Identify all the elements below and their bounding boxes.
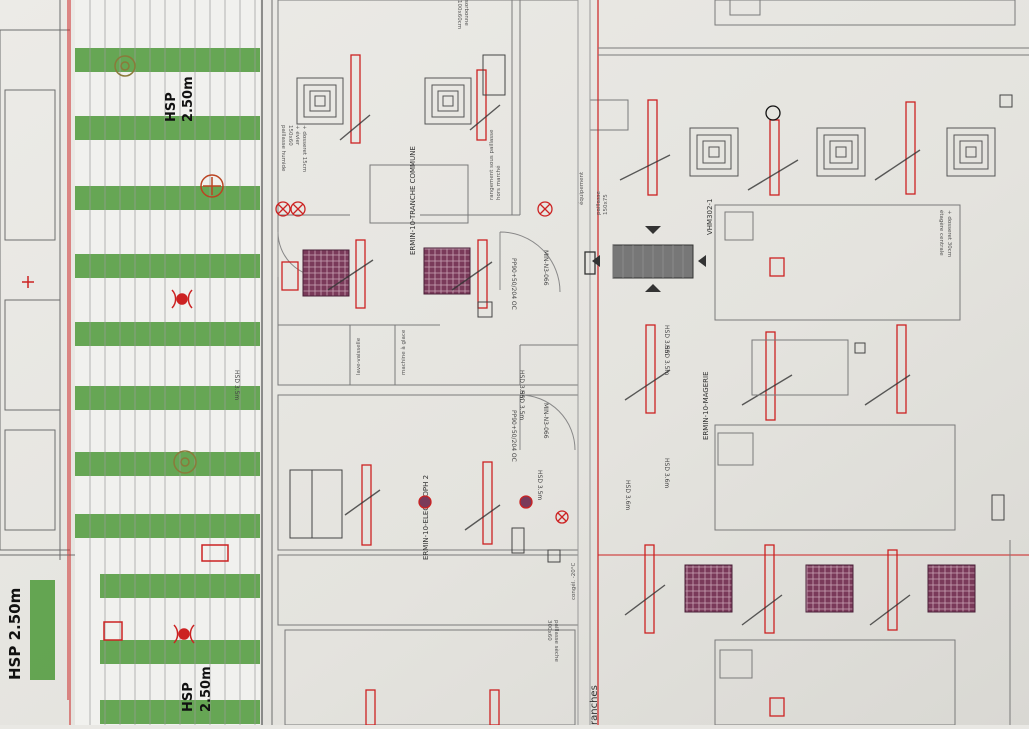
note-paillasse-150x75: paillasse	[596, 190, 602, 215]
label-tranche-commune: ERMIN-10-TRANCHE COMMUNE	[409, 146, 417, 255]
label-magerie: ERMIN-10-MAGERIE	[702, 372, 710, 441]
striped-corridor	[30, 0, 273, 725]
hsp-label-top-main: HSP	[164, 92, 179, 122]
note-dosseret-15: + dosseret 15cm	[301, 125, 307, 172]
note-sorbonne: sorbonne	[463, 0, 469, 26]
note-dims-sorb: 100x60cm	[456, 0, 462, 29]
hsd-label-5: HSD 3.6m	[663, 458, 670, 488]
equipment-notes: paillasse humide 150x60 + évier + dosser…	[280, 0, 952, 662]
label-electroph: ERMIN-10-ELECTROPH 2	[422, 475, 430, 560]
hsp-labels: HSP 2.50m HSP 2.50m HSP 2.50m	[6, 76, 214, 712]
note-rangement: rangement sous paillasse	[489, 129, 495, 200]
middle-rooms	[277, 0, 629, 726]
door-label-3: MIN-N3-066	[542, 250, 549, 286]
note-paillasse-seche: paillasse sèche	[553, 620, 560, 662]
hsp-label-left: HSP 2.50m	[6, 588, 24, 680]
room-labels: ERMIN-10-TRANCHE COMMUNE ERMIN-10-ELECTR…	[409, 146, 714, 725]
note-lave-vaisselle: lave-vaisselle	[356, 337, 362, 375]
label-vhm: VHM302-1	[706, 199, 714, 235]
duct-unit	[592, 226, 706, 292]
note-dims-150x75: 150x75	[603, 194, 609, 215]
hsd-labels: HSD 3.5m HSD 3.5m HSD 3.5m HSD 3.5m HSD …	[233, 325, 670, 510]
furniture	[289, 54, 1013, 563]
corridor-symbols	[22, 55, 229, 644]
hsd-label-2: HSD 3.5m	[518, 390, 525, 420]
sketch-strokes	[327, 104, 921, 626]
door-label-2: PP90+50/204 OC	[510, 410, 517, 462]
door-label-4: MIN-N3-066	[542, 403, 549, 439]
door-labels: PP90+50/204 OC PP90+50/204 OC MIN-N3-066…	[510, 250, 549, 462]
light-fixtures	[350, 54, 916, 726]
note-dosseret-30: + dosseret 30cm	[946, 210, 952, 257]
hsd-label-3: HSD 3.5m	[663, 325, 670, 355]
note-evier: + évier	[294, 125, 301, 146]
hsp-label-top: HSP	[164, 92, 179, 122]
supply-grilles	[302, 247, 976, 613]
note-dims-2: 300x60	[546, 620, 552, 641]
hsd-label-1: HSD 3.5m	[518, 370, 525, 400]
note-hors-marche: hors marché	[495, 165, 502, 200]
ceiling-diffusers	[296, 77, 996, 177]
hsd-label-4: HSD 3.5m	[663, 345, 670, 375]
note-equipement: équipement	[578, 171, 585, 205]
note-paillasse-humide: paillasse humide	[280, 125, 286, 172]
misc-fixtures	[275, 105, 785, 717]
note-congel: congél. -20°C	[570, 562, 577, 600]
hsd-label-6: HSD 3.5m	[233, 370, 240, 400]
note-etagere: étagère centrale	[938, 210, 945, 256]
hsp-label-bottom-sub: 2.50m	[199, 666, 214, 712]
note-machine-glace: machine à glace	[400, 329, 407, 375]
label-branches: ranches	[589, 685, 600, 725]
hsp-label-top-sub: 2.50m	[181, 76, 196, 122]
hsd-label-8: HSD 3.6m	[624, 480, 631, 510]
hsp-label-bottom: HSP	[181, 682, 196, 712]
note-dims-1: 150x60	[287, 125, 293, 146]
door-label-1: PP90+50/204 OC	[510, 258, 517, 310]
hsd-label-7: HSD 3.5m	[536, 470, 543, 500]
